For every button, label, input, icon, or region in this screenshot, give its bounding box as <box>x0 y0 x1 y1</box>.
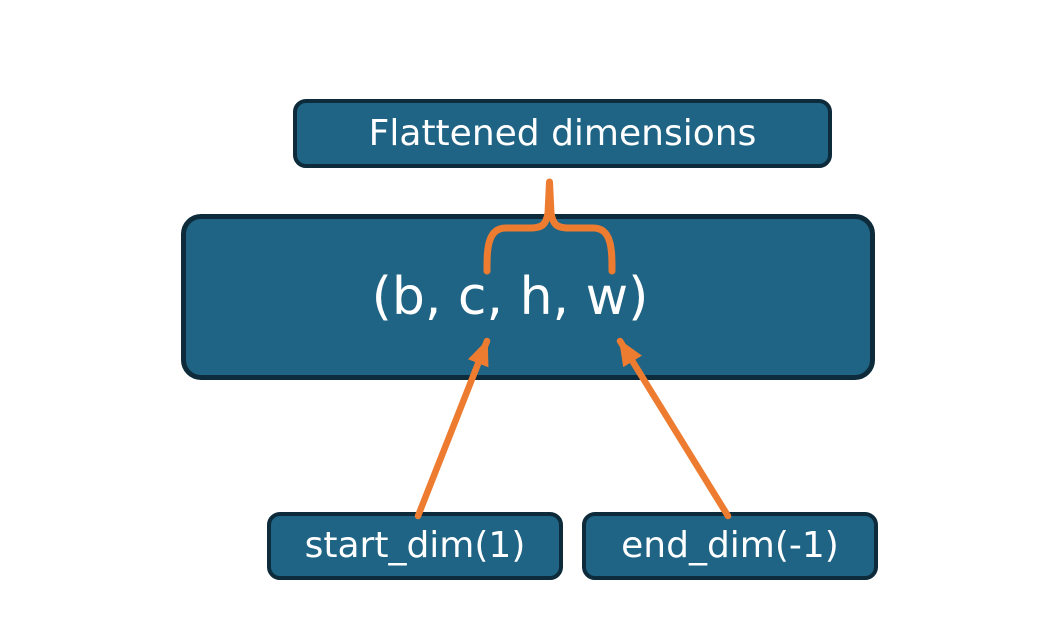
flattened-dimensions-box: Flattened dimensions <box>293 99 832 168</box>
start-dim-label: start_dim(1) <box>304 525 526 566</box>
tensor-shape-label: (b, c, h, w) <box>371 267 649 327</box>
end-dim-label: end_dim(-1) <box>621 525 839 566</box>
start-dim-box: start_dim(1) <box>267 512 563 580</box>
tensor-shape-box: (b, c, h, w) <box>181 214 875 380</box>
flattened-dimensions-label: Flattened dimensions <box>368 112 757 154</box>
end-dim-box: end_dim(-1) <box>582 512 878 580</box>
